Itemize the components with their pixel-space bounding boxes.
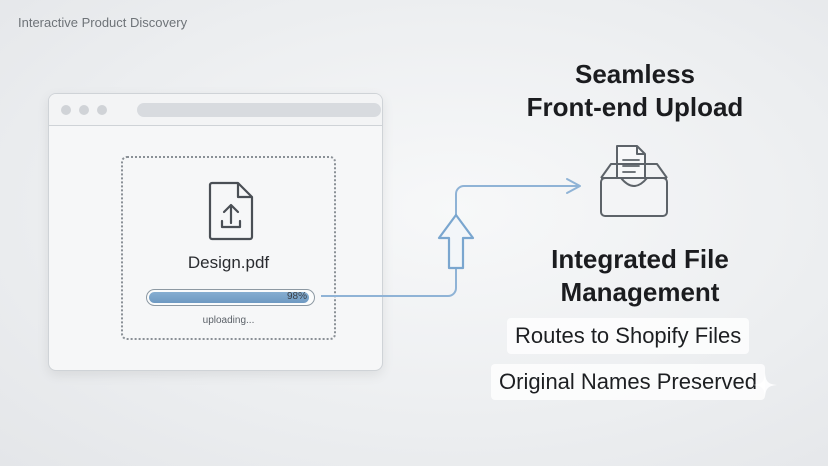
inbox-document-icon <box>600 145 668 217</box>
upload-status: uploading... <box>202 315 255 326</box>
file-upload-icon <box>208 181 254 241</box>
headline-line: Front-end Upload <box>526 92 744 122</box>
headline-integrated-files: Integrated File Management <box>505 243 775 309</box>
window-dot-maximize <box>97 104 107 115</box>
headline-line: Management <box>560 277 720 307</box>
address-bar <box>137 102 381 117</box>
upload-progress-fill <box>149 292 309 303</box>
window-dot-minimize <box>79 104 89 115</box>
sparkle-icon <box>753 373 777 397</box>
headline-line: Integrated File <box>551 244 729 274</box>
feature-routes-to-shopify: Routes to Shopify Files <box>507 318 750 354</box>
connector-arrowhead <box>566 178 581 194</box>
upload-progress-percent: 98% <box>286 291 307 302</box>
browser-toolbar <box>49 94 382 126</box>
browser-window: Design.pdf 98% uploading... <box>48 93 383 371</box>
upload-dropzone[interactable]: Design.pdf 98% uploading... <box>121 156 336 340</box>
headline-line: Seamless <box>575 59 695 89</box>
upload-progress-bar: 98% <box>146 289 315 306</box>
file-name: Design.pdf <box>187 253 270 272</box>
window-dot-close <box>61 104 71 115</box>
feature-names-preserved: Original Names Preserved <box>491 364 765 400</box>
arrow-up-icon <box>437 213 475 270</box>
eyebrow-label: Interactive Product Discovery <box>18 15 188 30</box>
headline-seamless-upload: Seamless Front-end Upload <box>500 58 770 124</box>
